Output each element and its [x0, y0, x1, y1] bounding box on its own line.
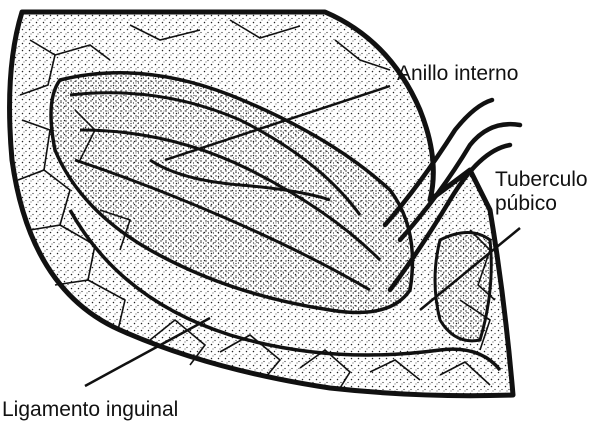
- pubic-tubercle: [435, 233, 491, 341]
- label-pubic-tubercle-line2: púbico: [495, 192, 588, 216]
- label-pubic-tubercle: Tuberculo púbico: [495, 168, 588, 216]
- label-internal-ring: Anillo interno: [397, 62, 518, 86]
- label-pubic-tubercle-line1: Tuberculo: [495, 168, 588, 192]
- label-inguinal-ligament: Ligamento inguinal: [2, 398, 178, 422]
